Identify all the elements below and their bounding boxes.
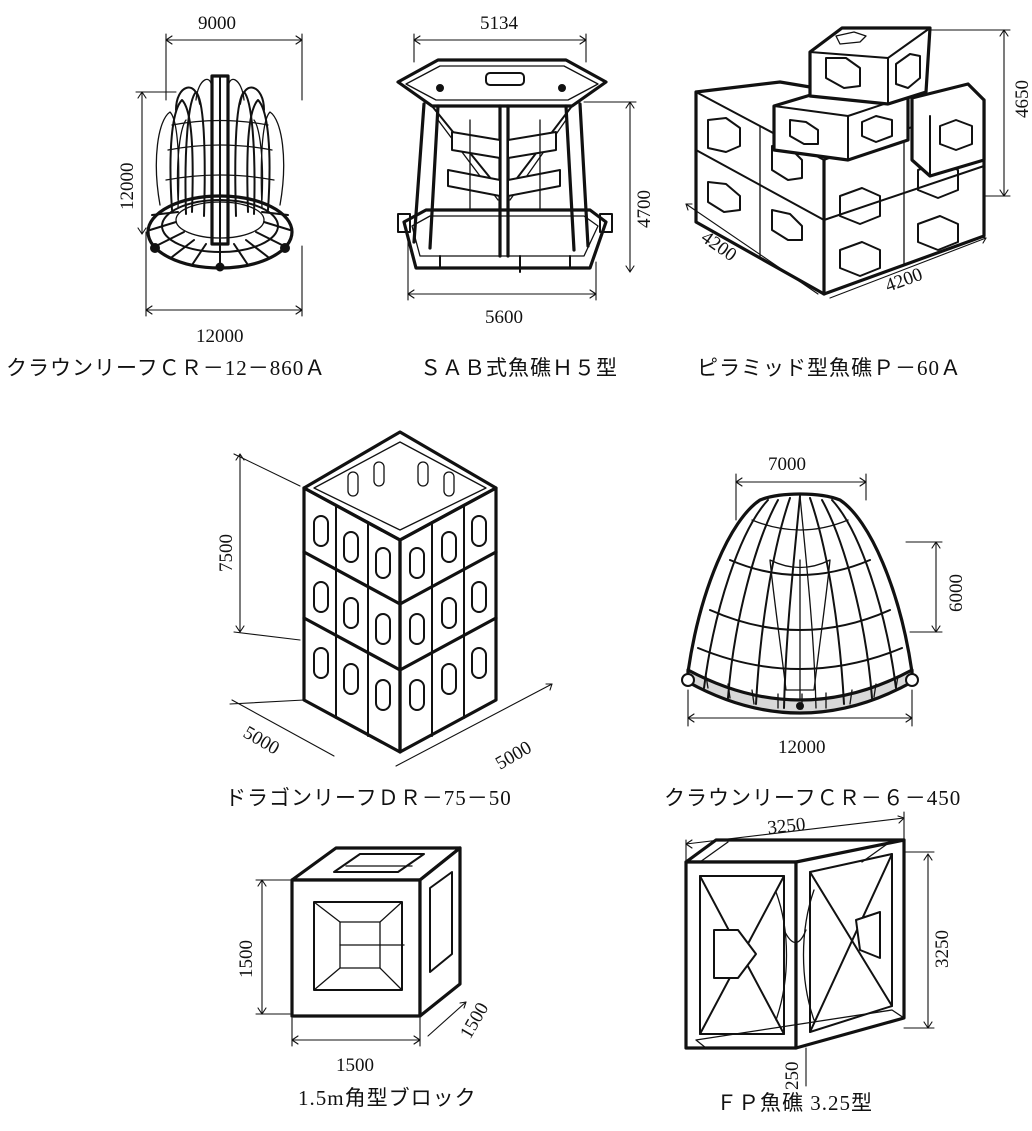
crown-cr6-dimensions: 7000 6000 12000 — [687, 454, 967, 758]
block-15m-height-label: 1500 — [236, 940, 257, 978]
pyramid-p60a-height-label: 4650 — [1012, 80, 1032, 118]
crown-cr12-bottom-width-label: 12000 — [196, 326, 244, 347]
crown-cr6-top-width-label: 7000 — [768, 454, 806, 475]
fp-325-drawing — [684, 838, 906, 1050]
sab-h5-dimensions: 5134 4700 5600 — [407, 13, 655, 328]
sab-h5-drawing — [396, 58, 613, 273]
reef-sab-h5: 5134 4700 5600 ＳＡＢ式魚礁Ｈ５型 — [396, 13, 655, 380]
caption-sab-h5: ＳＡＢ式魚礁Ｈ５型 — [420, 356, 618, 380]
block-15m-drawing — [290, 846, 462, 1018]
caption-dragon-dr75: ドラゴンリーフＤＲ－75－50 — [225, 786, 512, 810]
caption-fp-325: ＦＰ魚礁 3.25型 — [716, 1091, 873, 1115]
reef-dragon-dr75: 7500 5000 5000 ドラゴンリーフＤＲ－75－50 — [216, 430, 553, 810]
sab-h5-height-label: 4700 — [634, 190, 655, 228]
dragon-dr75-width-label: 5000 — [492, 737, 535, 774]
caption-block-15m: 1.5m角型ブロック — [298, 1086, 477, 1110]
reef-block-15m: 1500 1500 1500 1.5m角型ブロック — [236, 846, 493, 1110]
fp-325-dimensions: 3250 3250 250 — [685, 811, 953, 1091]
crown-cr6-bottom-width-label: 12000 — [778, 737, 826, 758]
reef-pyramid-p60a: 4650 4200 4200 ピラミッド型魚礁Ｐ－60Ａ — [685, 26, 1032, 380]
crown-cr12-dimensions: 9000 12000 12000 — [117, 13, 303, 347]
block-15m-width-label: 1500 — [336, 1055, 374, 1076]
crown-cr12-drawing — [146, 74, 294, 272]
caption-pyramid-p60a: ピラミッド型魚礁Ｐ－60Ａ — [697, 356, 962, 380]
caption-crown-cr6: クラウンリーフＣＲ－６－450 — [664, 786, 961, 810]
fp-325-height-label: 3250 — [932, 930, 953, 968]
crown-cr6-drawing — [681, 492, 919, 715]
fp-325-top-width-label: 3250 — [766, 814, 806, 839]
caption-crown-cr12: クラウンリーフＣＲ－12－860Ａ — [6, 356, 326, 380]
pyramid-p60a-depth-label: 4200 — [697, 227, 740, 266]
reef-crown-cr6: 7000 6000 12000 クラウンリーフＣＲ－６－450 — [664, 454, 967, 810]
dragon-dr75-drawing — [302, 430, 498, 754]
crown-cr12-top-width-label: 9000 — [198, 13, 236, 34]
reef-crown-cr12: 9000 12000 12000 クラウンリーフＣＲ－12－860Ａ — [6, 13, 326, 380]
reef-fp-325: 3250 3250 250 ＦＰ魚礁 3.25型 — [684, 811, 953, 1115]
sab-h5-top-width-label: 5134 — [480, 13, 519, 34]
sab-h5-bottom-width-label: 5600 — [485, 307, 523, 328]
fp-325-leg-label: 250 — [782, 1062, 803, 1091]
dragon-dr75-depth-label: 5000 — [240, 722, 283, 759]
crown-cr6-height-label: 6000 — [946, 574, 967, 612]
dragon-dr75-height-label: 7500 — [216, 534, 237, 572]
pyramid-p60a-drawing — [694, 26, 986, 296]
crown-cr12-height-label: 12000 — [117, 163, 138, 211]
